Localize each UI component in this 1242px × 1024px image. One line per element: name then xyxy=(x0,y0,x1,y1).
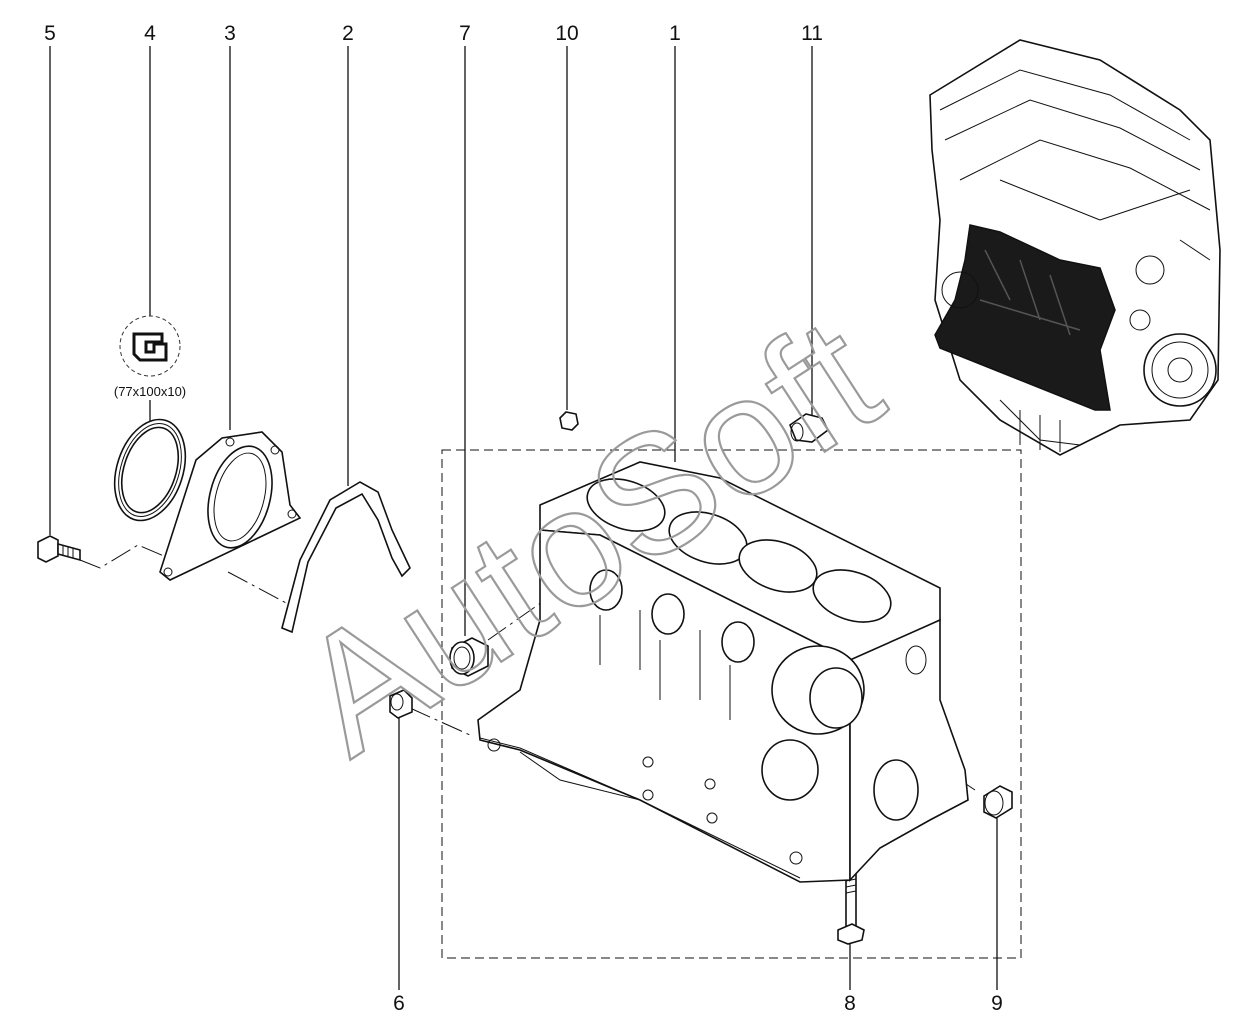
bolt-part-8 xyxy=(837,867,865,945)
cylinder-block-part-1 xyxy=(477,461,969,883)
seal-ring-part-4 xyxy=(113,418,187,522)
callout-8: 8 xyxy=(844,992,856,1015)
dowel-part-6 xyxy=(389,689,413,719)
plug-part-11 xyxy=(789,413,830,443)
callout-5: 5 xyxy=(44,22,56,45)
callout-3: 3 xyxy=(224,22,236,45)
gasket-part-2 xyxy=(281,481,411,634)
callout-9: 9 xyxy=(991,992,1003,1015)
bush-part-7 xyxy=(449,637,489,677)
bolt-part-5 xyxy=(37,535,81,563)
engine-reference-view xyxy=(929,39,1221,456)
assembly-boundary xyxy=(441,449,1022,959)
seal-dimensions: (77x100x10) xyxy=(114,384,186,399)
callout-1: 1 xyxy=(669,22,681,45)
leader-lines xyxy=(49,46,998,990)
callout-10: 10 xyxy=(555,22,578,45)
callout-4: 4 xyxy=(144,22,156,45)
assembly-axis xyxy=(79,544,976,791)
callout-7: 7 xyxy=(459,22,471,45)
callout-11: 11 xyxy=(801,22,823,45)
plug-part-9 xyxy=(983,785,1013,819)
callout-2: 2 xyxy=(342,22,354,45)
seal-housing-part-3 xyxy=(159,431,302,581)
callout-6: 6 xyxy=(393,992,405,1015)
seal-section-detail: (77x100x10) xyxy=(114,315,186,399)
plug-part-10 xyxy=(559,411,579,431)
